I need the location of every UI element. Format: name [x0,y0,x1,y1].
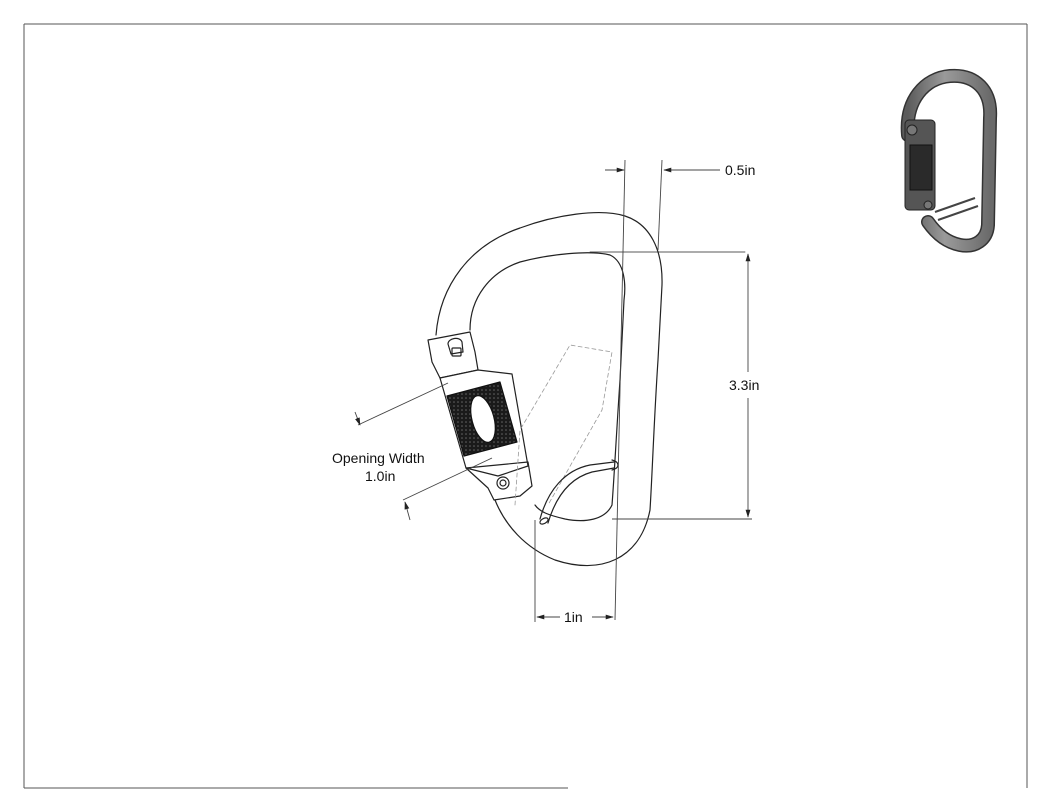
dimension-height-label: 3.3in [729,377,759,393]
dimension-width [605,159,720,621]
page-border [23,23,1028,789]
dimension-span [534,520,614,622]
dimension-opening [354,382,493,521]
dimension-span-label: 1in [564,609,583,625]
dimension-height [612,253,752,520]
carabiner-drawing [427,212,746,567]
opening-width-title: Opening Width [332,450,425,466]
opening-width-value: 1.0in [365,468,395,484]
dimension-width-label: 0.5in [725,162,755,178]
carabiner-thumbnail [900,68,998,253]
